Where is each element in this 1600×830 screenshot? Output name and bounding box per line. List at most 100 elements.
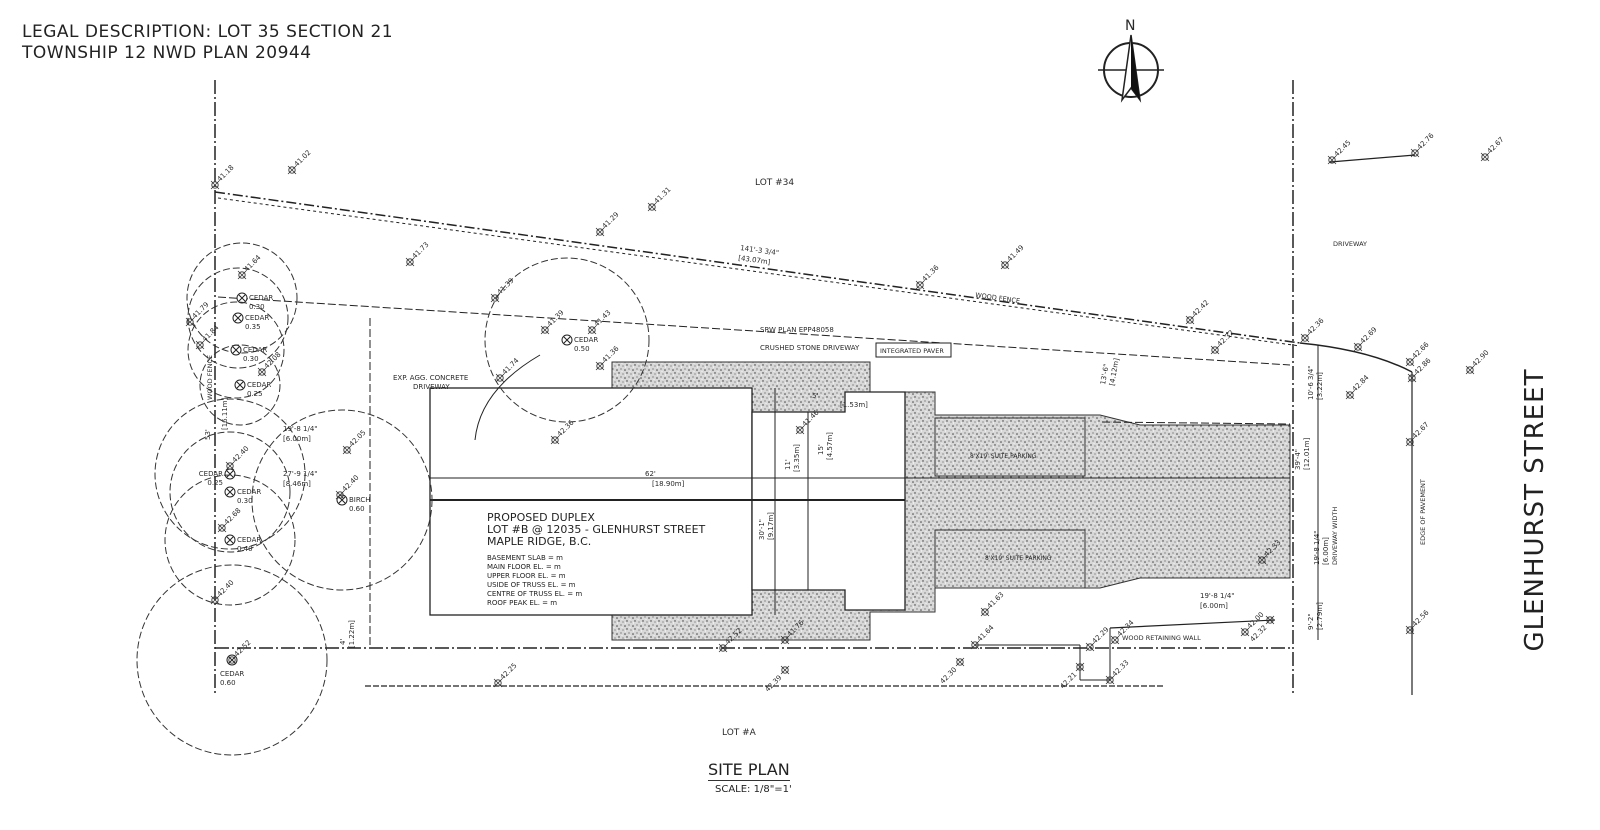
elevation-value: 42.25 <box>499 662 519 682</box>
spot-elevation: 42.36 <box>1300 316 1326 343</box>
elevation-value: 41.84 <box>201 323 221 343</box>
tree-species: CEDAR <box>237 488 261 496</box>
dim-house-width: 30'-1" <box>758 519 766 540</box>
survey-point-icon <box>596 362 604 370</box>
survey-cross-icon <box>1075 662 1085 672</box>
survey-point-icon <box>196 341 204 349</box>
tree-dripline <box>187 301 285 399</box>
survey-cross-icon <box>405 257 415 267</box>
dim-step-5: 5' <box>812 392 818 400</box>
survey-point-icon <box>1406 626 1414 634</box>
survey-point-icon <box>551 436 559 444</box>
spot-elevation: 42.30 <box>939 657 965 686</box>
spot-elevation: 41.36 <box>915 263 941 290</box>
survey-point-icon <box>1186 316 1194 324</box>
survey-point-icon <box>1328 156 1336 164</box>
elevation-value: 42.40 <box>216 579 236 599</box>
survey-point-icon <box>648 203 656 211</box>
survey-cross-icon <box>550 435 560 445</box>
survey-cross-icon <box>210 180 220 190</box>
survey-cross-icon <box>257 367 267 377</box>
spot-elevation: 42.68 <box>217 507 243 533</box>
spot-elevation: 41.73 <box>405 241 431 267</box>
survey-point-icon <box>258 368 266 376</box>
dim-side-4-m: [1.22m] <box>348 620 356 648</box>
survey-cross-icon <box>1405 357 1415 367</box>
survey-cross-icon <box>490 293 500 303</box>
suite-parking-label-1: 8'X19' SUITE PARKING <box>970 453 1037 460</box>
survey-cross-icon <box>1000 260 1010 270</box>
tree-dbh: 0.30 <box>237 497 253 505</box>
tree-cross-icon <box>226 488 234 496</box>
tree-species: CEDAR <box>237 536 261 544</box>
survey-point-icon <box>781 636 789 644</box>
dim-side-11: 11' <box>784 459 792 470</box>
tree-dripline <box>169 431 291 553</box>
elevation-value: 42.69 <box>1359 326 1379 346</box>
elevation-uside-truss: USIDE OF TRUSS EL. = m <box>487 581 576 589</box>
tree-dbh: 0.60 <box>349 505 365 513</box>
survey-point-icon <box>1411 149 1419 157</box>
spot-elevation: 41.84 <box>195 323 221 350</box>
tree-dbh: 0.50 <box>574 345 590 353</box>
dim-house-length-m: [18.90m] <box>652 480 685 488</box>
exp-driveway-label-2: DRIVEWAY <box>413 383 450 391</box>
survey-cross-icon <box>780 635 790 645</box>
spot-elevation: 41.63 <box>980 591 1006 617</box>
tree-dbh: 0.25 <box>247 390 263 398</box>
retaining-wall <box>975 619 1276 681</box>
elevation-value: 41.29 <box>601 211 621 231</box>
survey-point-icon <box>1354 343 1362 351</box>
elevation-value: 41.64 <box>976 623 996 643</box>
elevation-value: 42.66 <box>1411 340 1431 360</box>
elevation-value: 42.29 <box>1091 626 1111 646</box>
survey-point-icon <box>1106 676 1114 684</box>
elevation-value: 41.39 <box>496 277 516 297</box>
elevation-upper: UPPER FLOOR EL. = m <box>487 572 566 580</box>
tree-dripline <box>251 409 433 591</box>
tree-dbh: 0.30 <box>249 303 265 311</box>
retaining-wall-label: WOOD RETAINING WALL <box>1122 634 1201 642</box>
survey-cross-icon <box>780 665 790 675</box>
survey-point-icon <box>796 426 804 434</box>
spot-elevation: 42.32 <box>1210 329 1236 355</box>
survey-point-icon <box>1406 438 1414 446</box>
elevation-basement: BASEMENT SLAB = m <box>487 554 563 562</box>
elevation-value: 41.63 <box>986 591 1006 611</box>
tree-species: CEDAR <box>199 470 223 478</box>
spot-elevation: 41.64 <box>237 253 263 280</box>
survey-cross-icon <box>540 325 550 335</box>
srw-label: SRW PLAN EPP48058 <box>760 326 834 334</box>
spot-elevation: 41.29 <box>595 211 621 237</box>
tree-cross-icon <box>563 336 571 344</box>
survey-point-icon <box>781 666 789 674</box>
survey-cross-icon <box>980 607 990 617</box>
elevation-value: 42.05 <box>348 429 368 449</box>
spot-elevation: 42.56 <box>1405 608 1431 635</box>
dim-front-bottom-m: [2.79m] <box>1316 602 1324 630</box>
survey-point-icon <box>228 656 236 664</box>
dim-front-side-m: [4.12m] <box>1108 357 1121 386</box>
sheet-title: SITE PLAN <box>708 760 790 781</box>
survey-cross-icon <box>1185 315 1195 325</box>
survey-cross-icon <box>1353 342 1363 352</box>
spot-elevation: 42.40 <box>225 445 251 471</box>
elevation-value: 41.02 <box>293 149 313 169</box>
dim-side-15: 15' <box>817 444 825 455</box>
survey-cross-icon <box>335 490 345 500</box>
dim-rear-small: 19'-8 1/4" <box>283 425 318 433</box>
spot-elevation: 42.90 <box>1465 349 1491 375</box>
survey-cross-icon <box>595 227 605 237</box>
survey-cross-icon <box>1085 642 1095 652</box>
spot-elevation: 42.69 <box>1353 326 1379 352</box>
elevation-main: MAIN FLOOR EL. = m <box>487 563 561 571</box>
dim-step-5-m: [1.53m] <box>840 401 868 409</box>
spot-elevation: 42.25 <box>493 662 519 688</box>
tree-dbh: 0.60 <box>220 679 236 687</box>
tree-species: CEDAR <box>245 314 269 322</box>
tree-dbh: 0.40 <box>237 545 253 553</box>
survey-point-icon <box>1346 391 1354 399</box>
survey-point-icon <box>406 258 414 266</box>
